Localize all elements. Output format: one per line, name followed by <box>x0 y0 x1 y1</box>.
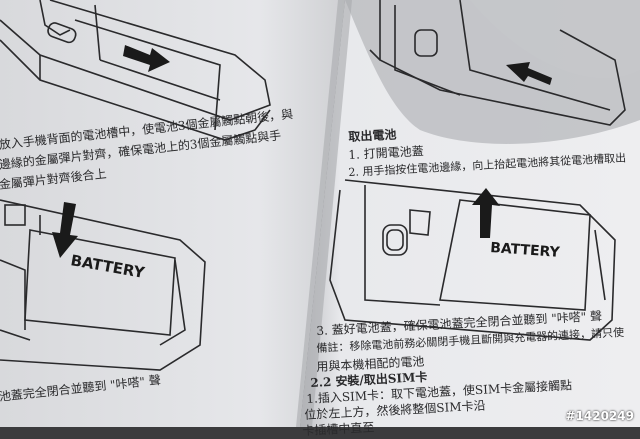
arrow-left-icon <box>506 62 552 85</box>
left-bottom-phone-diagram <box>0 199 206 371</box>
left-top-phone-diagram <box>0 0 271 141</box>
right-sim-line-3: 卡插槽中直至 <box>302 420 375 438</box>
arrow-down-icon <box>52 202 78 258</box>
manual-photo: BATTERY BATTERY <box>0 0 640 427</box>
right-heading: 取出電池 <box>348 127 397 144</box>
right-top-phone-diagram <box>369 0 626 126</box>
arrow-up-icon <box>472 188 500 238</box>
right-battery-label: BATTERY <box>490 240 561 261</box>
left-page <box>0 0 345 427</box>
arrow-right-icon <box>123 45 170 72</box>
right-bottom-phone-diagram <box>329 179 616 341</box>
watermark: #1420249 <box>565 409 634 423</box>
